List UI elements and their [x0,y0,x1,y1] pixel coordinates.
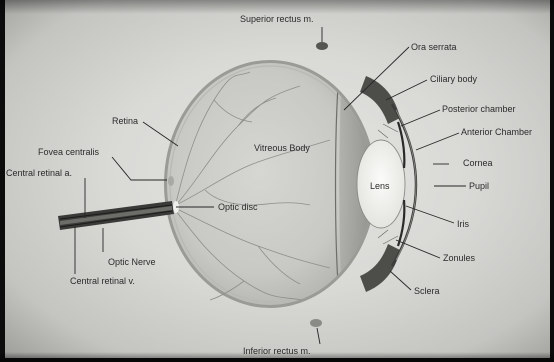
label-retina: Retina [112,116,138,126]
label-ciliary-body: Ciliary body [430,74,478,84]
label-optic-disc: Optic disc [218,202,258,212]
leader-zonules [396,240,440,258]
label-iris: Iris [457,219,469,229]
leader-retina [143,122,178,146]
label-central-retinal-artery: Central retinal a. [6,168,72,178]
leader-sclera [390,271,411,290]
label-pupil: Pupil [469,181,489,191]
superior-rectus-muscle [316,42,328,50]
eyeball [164,60,380,310]
leader-anterior-chamber [416,133,459,150]
inferior-rectus-muscle [310,319,322,327]
leader-posterior-chamber [401,110,440,126]
label-cornea: Cornea [463,158,493,168]
leader-inferior-rectus [317,328,320,344]
label-optic-nerve: Optic Nerve [108,257,156,267]
label-lens: Lens [370,181,390,191]
leader-fovea-centralis [112,157,167,180]
label-zonules: Zonules [443,253,476,263]
label-inferior-rectus: Inferior rectus m. [243,346,311,356]
label-posterior-chamber: Posterior chamber [442,104,516,114]
label-fovea-centralis: Fovea centralis [38,147,100,157]
label-ora-serrata: Ora serrata [411,42,457,52]
leader-ciliary-body [386,80,427,100]
label-vitreous-body: Vitreous Body [254,143,310,153]
ciliary-body-top [360,76,400,124]
optic-nerve [58,201,179,230]
fovea-centralis [168,176,174,186]
label-anterior-chamber: Anterior Chamber [461,127,532,137]
label-central-retinal-vein: Central retinal v. [70,276,135,286]
label-superior-rectus: Superior rectus m. [240,14,314,24]
label-sclera: Sclera [414,286,440,296]
ciliary-body-bottom [360,244,400,292]
